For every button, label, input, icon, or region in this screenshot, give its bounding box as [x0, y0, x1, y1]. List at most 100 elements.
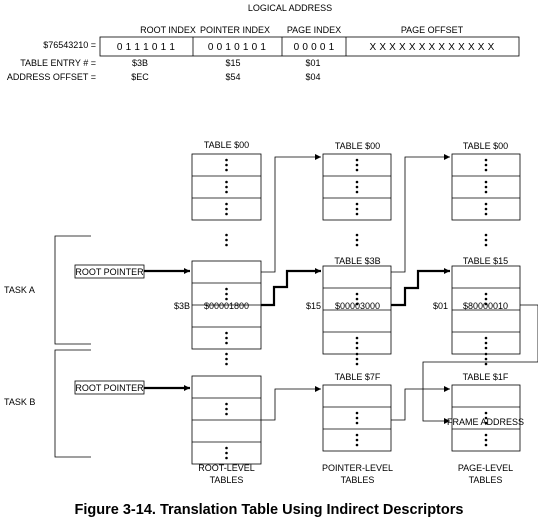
ellipsis-dot	[225, 233, 228, 237]
ellipsis-dot	[225, 407, 228, 411]
ellipsis-dot	[355, 438, 359, 442]
ellipsis-dot	[225, 180, 228, 184]
field-label-page-index: PAGE INDEX	[287, 25, 341, 35]
task-a-bracket	[54, 235, 91, 345]
ellipsis-dot	[484, 292, 488, 296]
task-a-label: TASK A	[4, 285, 35, 295]
ellipsis-dot	[484, 233, 488, 237]
ellipsis-dot	[225, 243, 228, 247]
ellipsis-dot	[225, 212, 228, 216]
ellipsis-dot	[484, 433, 488, 437]
root-level-caption-1: ROOT-LEVEL	[198, 463, 255, 473]
ellipsis-dot	[484, 297, 488, 301]
ellipsis-dot	[355, 297, 359, 301]
pointer-table-00-title: TABLE $00	[335, 141, 380, 151]
ellipsis-dot	[225, 352, 228, 356]
ellipsis-dot	[484, 180, 488, 184]
pointer-address-offset: $54	[225, 72, 240, 82]
ellipsis-dot	[355, 416, 359, 420]
frame-address-entry: FRAME ADDRESS	[447, 417, 524, 427]
table-entry-label: TABLE ENTRY # =	[20, 58, 96, 68]
pointer-entry-value: $00003000	[335, 301, 380, 311]
ellipsis-dot	[225, 287, 228, 291]
ellipsis-dot	[355, 207, 359, 211]
ellipsis-dot	[484, 163, 488, 167]
ellipsis-dot	[484, 190, 488, 194]
page-level-caption-1: PAGE-LEVEL	[458, 463, 513, 473]
ellipsis-dot	[355, 352, 359, 356]
root-address-offset: $EC	[131, 72, 149, 82]
page-level-tables	[451, 153, 521, 452]
ellipsis-dot	[484, 185, 488, 189]
ellipsis-dot	[355, 243, 359, 247]
root-level-caption-2: TABLES	[210, 475, 244, 485]
ellipsis-dot	[225, 357, 228, 361]
pointer-7f-to-page-1f-line	[391, 386, 450, 421]
ellipsis-dot	[484, 421, 488, 425]
page-table-15-title: TABLE $15	[463, 256, 508, 266]
root-level-tables	[191, 153, 262, 465]
pointer-table-7f-title: TABLE $7F	[335, 372, 381, 382]
ellipsis-dot	[484, 416, 488, 420]
ellipsis-dot	[225, 362, 228, 366]
page-entry-value: $80000010	[463, 301, 508, 311]
page-index-bits: 0 0 0 0 1	[294, 42, 335, 53]
ellipsis-dot	[225, 238, 228, 242]
field-label-pointer-index: POINTER INDEX	[200, 25, 270, 35]
address-value-label: $76543210 =	[43, 40, 96, 50]
ellipsis-dot	[225, 341, 228, 345]
ellipsis-dot	[355, 336, 359, 340]
ellipsis-dot	[355, 302, 359, 306]
ellipsis-dot	[355, 185, 359, 189]
root-entry-value: $00001800	[204, 301, 249, 311]
ellipsis-dot	[225, 456, 228, 460]
ellipsis-dot	[484, 243, 488, 247]
ellipsis-dot	[225, 168, 228, 172]
page-table-00-title: TABLE $00	[463, 141, 508, 151]
ellipsis-dot	[484, 411, 488, 415]
ellipsis-dot	[355, 421, 359, 425]
ellipsis-dot	[355, 362, 359, 366]
pointer-index-bits: 0 0 1 0 1 0 1	[208, 42, 266, 53]
ellipsis-dot	[225, 331, 228, 335]
ellipsis-dot	[484, 207, 488, 211]
ellipsis-dot	[484, 346, 488, 350]
page-table-1f-title: TABLE $1F	[463, 372, 509, 382]
pointer-level-tables	[322, 153, 392, 452]
ellipsis-dot	[484, 168, 488, 172]
ellipsis-dot	[355, 158, 359, 162]
task-b-root-pointer-label: ROOT POINTER	[75, 383, 144, 393]
pointer-entry-to-page-15-arrow	[391, 268, 450, 307]
ellipsis-dot	[225, 402, 228, 406]
logical-address-title: LOGICAL ADDRESS	[248, 3, 332, 13]
ellipsis-dot	[225, 202, 228, 206]
page-level-caption-2: TABLES	[469, 475, 503, 485]
ellipsis-dot	[225, 207, 228, 211]
ellipsis-dot	[484, 357, 488, 361]
ellipsis-dot	[484, 238, 488, 242]
ellipsis-dot	[484, 336, 488, 340]
ellipsis-dot	[225, 336, 228, 340]
root-index-bits: 0 1 1 1 0 1 1	[117, 42, 175, 53]
root-entry-index: $3B	[174, 301, 190, 311]
root-to-pointer-00-line	[261, 154, 321, 273]
field-label-page-offset: PAGE OFFSET	[401, 25, 464, 35]
field-label-root-index: ROOT INDEX	[140, 25, 196, 35]
task-b-label: TASK B	[4, 397, 35, 407]
ellipsis-dot	[355, 202, 359, 206]
ellipsis-dot	[225, 158, 228, 162]
ellipsis-dot	[355, 168, 359, 172]
ellipsis-dot	[225, 292, 228, 296]
page-address-offset: $04	[305, 72, 320, 82]
ellipsis-dot	[225, 412, 228, 416]
ellipsis-dot	[355, 163, 359, 167]
ellipsis-dot	[355, 411, 359, 415]
ellipsis-dot	[355, 238, 359, 242]
page-entry-to-frame-address-line	[422, 304, 538, 424]
ellipsis-dot	[355, 346, 359, 350]
ellipsis-dot	[484, 362, 488, 366]
ellipsis-dot	[225, 297, 228, 301]
ellipsis-dot	[355, 341, 359, 345]
ellipsis-dot	[225, 451, 228, 455]
address-bit-box	[99, 36, 520, 57]
